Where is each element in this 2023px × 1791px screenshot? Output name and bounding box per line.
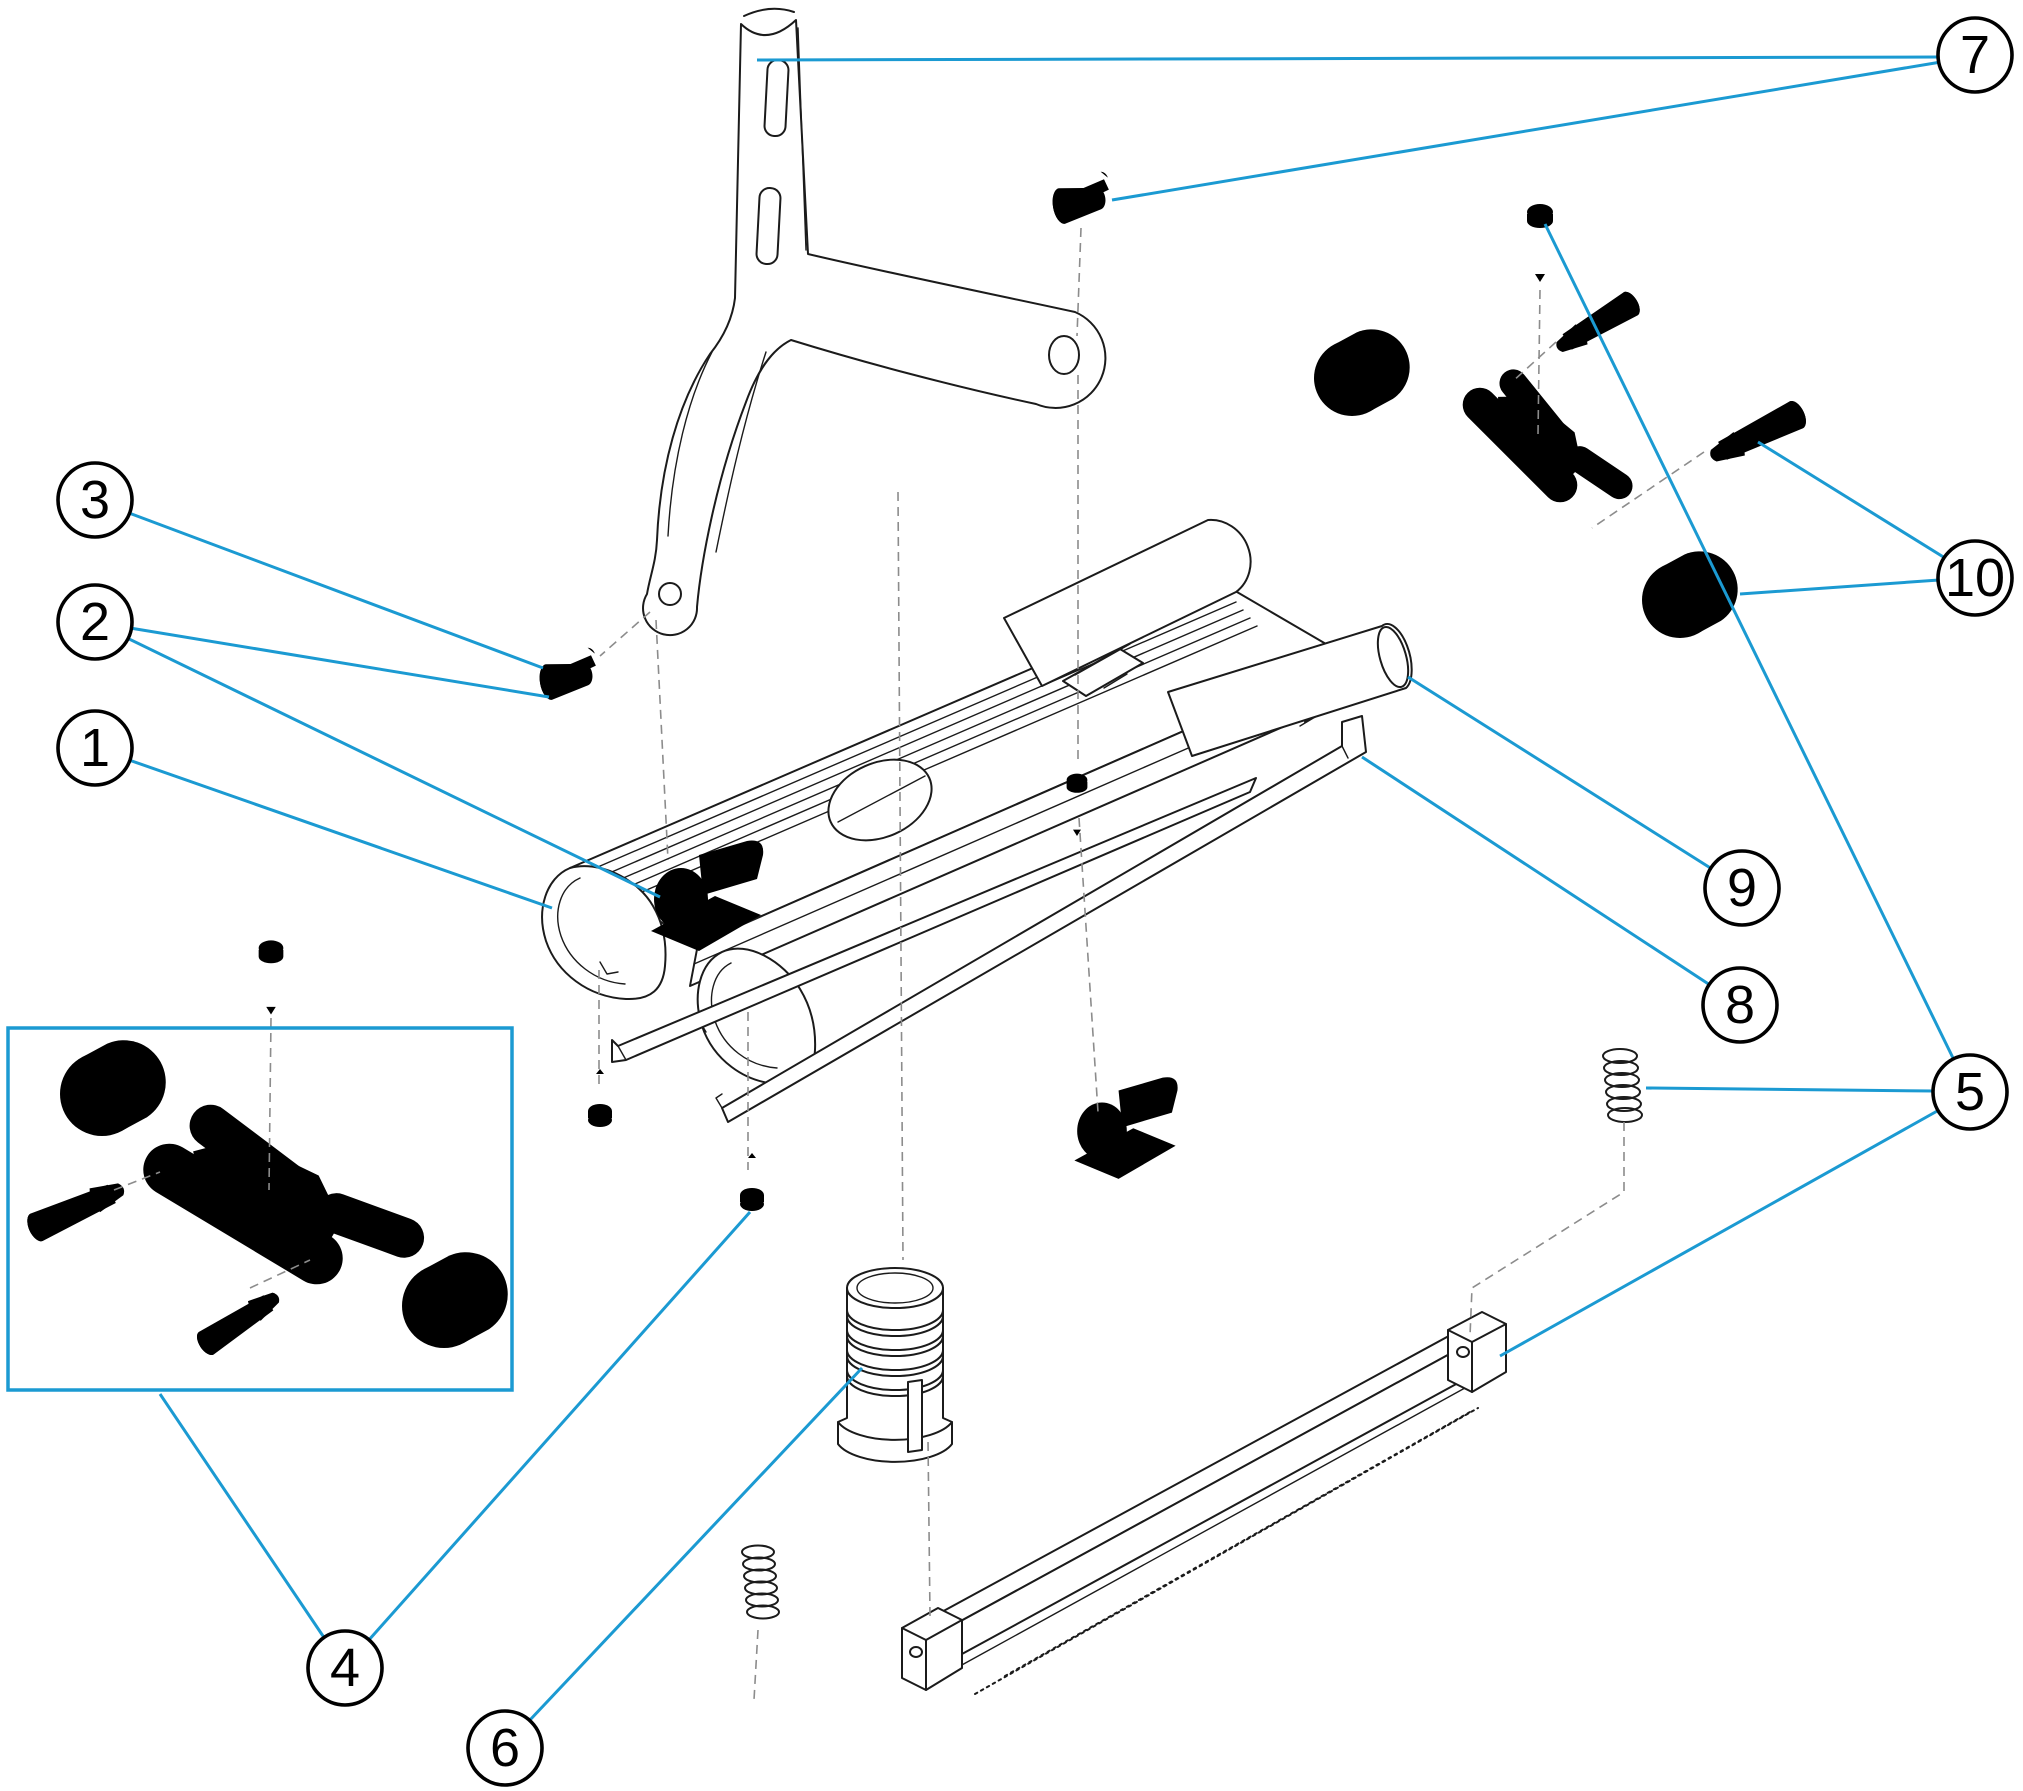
- callout-2[interactable]: 2: [56, 583, 134, 661]
- bracket-eye-hole: [658, 582, 682, 606]
- clevis-pin: [23, 1174, 130, 1245]
- leader-9: [1407, 675, 1713, 871]
- callout-9[interactable]: 9: [1703, 849, 1781, 927]
- spring-lower: [741, 1544, 780, 1620]
- callout-6-label: 6: [490, 1718, 520, 1778]
- leader-8: [1361, 755, 1711, 987]
- callout-3-label: 3: [80, 470, 110, 530]
- roller-assembly-right: [1314, 288, 1810, 638]
- main-body: [541, 584, 1358, 1085]
- callout-4[interactable]: 4: [306, 1629, 384, 1707]
- leader-5c: [1499, 1108, 1940, 1358]
- roller-wheel: [402, 1252, 508, 1348]
- callout-8-label: 8: [1725, 975, 1755, 1035]
- fixing-screw-right: [1527, 204, 1553, 282]
- bracket-ear-hole: [1048, 335, 1080, 375]
- bracket-slot-lower: [755, 187, 782, 266]
- clevis-pin: [1550, 288, 1644, 360]
- spring-right: [1602, 1048, 1643, 1123]
- bracket-slot-upper: [763, 59, 790, 138]
- leader-3: [128, 511, 544, 670]
- leader-1: [128, 758, 553, 910]
- callout-8[interactable]: 8: [1701, 966, 1779, 1044]
- roller-screw: [258, 940, 284, 1015]
- roller-wheel: [1642, 551, 1738, 638]
- callout-7[interactable]: 7: [1936, 16, 2014, 94]
- leader-4a: [158, 1393, 327, 1640]
- callout-10-label: 10: [1945, 548, 2005, 608]
- leader-6: [527, 1366, 864, 1723]
- callout-1[interactable]: 1: [56, 709, 134, 787]
- leader-5a: [1543, 223, 1956, 1061]
- push-rivet-top: [1048, 170, 1115, 226]
- callout-9-label: 9: [1727, 858, 1757, 918]
- leader-lines: [126, 55, 1956, 1723]
- leader-7b: [1111, 60, 1942, 202]
- handle-bracket: [642, 7, 1107, 637]
- roller-arm: [133, 1082, 437, 1326]
- hose-adapter: [837, 1267, 953, 1463]
- roller-wheel: [1314, 329, 1410, 416]
- screw-small-left: [588, 1069, 612, 1127]
- leader-2b: [126, 636, 661, 899]
- inset-detail-box: [6, 1026, 514, 1392]
- leader-4b: [366, 1211, 752, 1642]
- blade-strip: [715, 715, 1367, 1123]
- callout-5-label: 5: [1955, 1062, 1985, 1122]
- callout-4-label: 4: [330, 1638, 360, 1698]
- callout-7-label: 7: [1960, 25, 1990, 85]
- leader-2a: [129, 626, 550, 699]
- body-center-hole: [827, 758, 933, 842]
- leader-7a: [756, 55, 1940, 62]
- callout-6[interactable]: 6: [466, 1709, 544, 1787]
- clevis-pin: [1704, 397, 1810, 471]
- push-rivet-left: [535, 646, 602, 702]
- handle-tube: [1003, 518, 1252, 687]
- leader-10a: [1739, 578, 1940, 596]
- roller-wheel: [60, 1040, 166, 1136]
- callout-5[interactable]: 5: [1931, 1053, 2009, 1131]
- clevis-pin: [193, 1285, 286, 1359]
- callout-1-label: 1: [80, 718, 110, 778]
- alignment-lines: [113, 227, 1705, 1701]
- brush: [901, 1311, 1507, 1695]
- roller-assembly-inset: [23, 1040, 508, 1359]
- screw-small-mid: [740, 1153, 764, 1211]
- leader-5b: [1645, 1086, 1935, 1093]
- roller-arm: [1455, 352, 1642, 539]
- support-tube: [1167, 623, 1413, 757]
- callout-10[interactable]: 10: [1936, 539, 2014, 617]
- callout-3[interactable]: 3: [56, 461, 134, 539]
- leader-10b: [1757, 440, 1946, 560]
- callout-2-label: 2: [80, 592, 110, 652]
- pivot-support-right: [1074, 1077, 1178, 1179]
